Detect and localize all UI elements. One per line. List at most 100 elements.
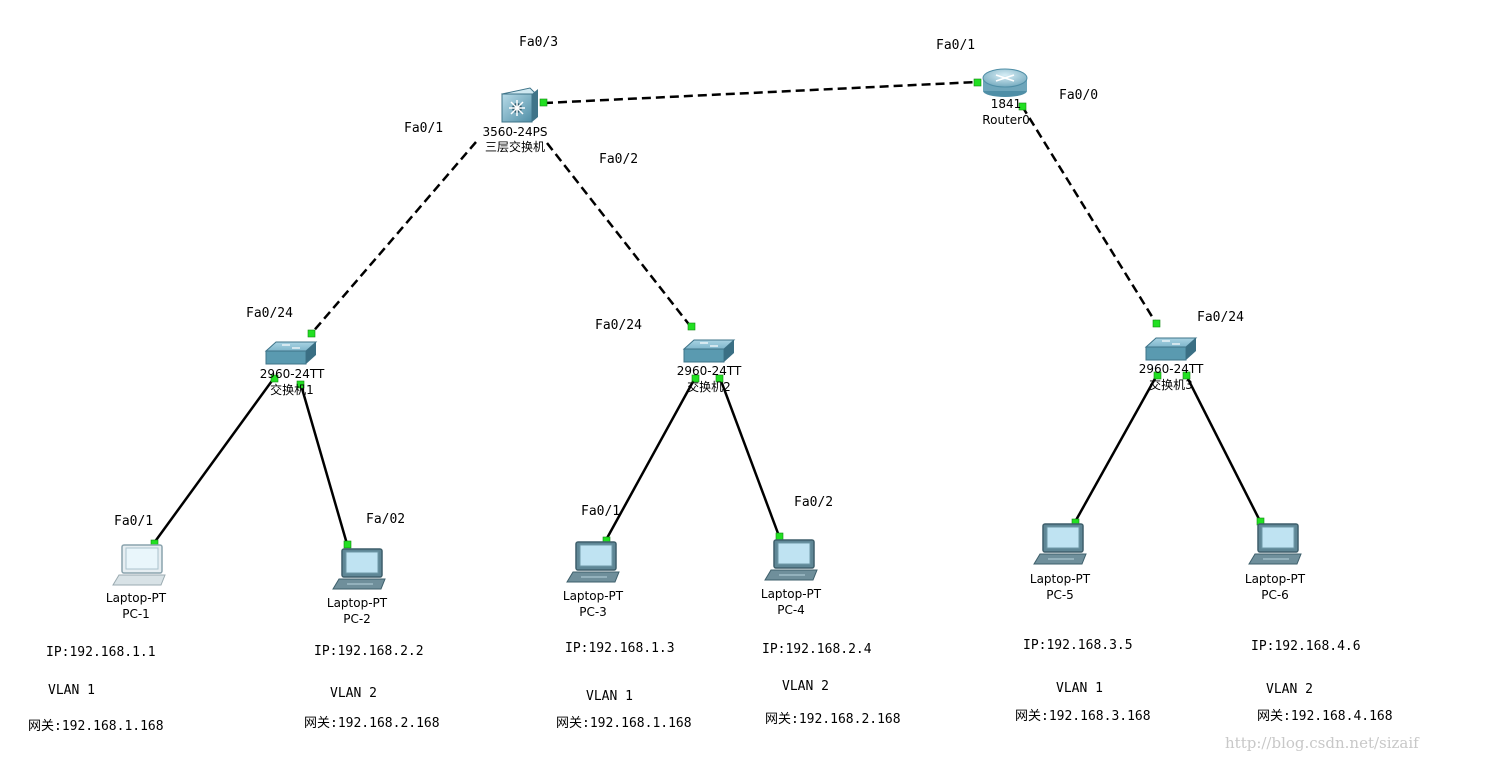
pc4-vlan: VLAN 2: [782, 679, 829, 694]
pc5-ip: IP:192.168.3.5: [1023, 638, 1133, 653]
link-l3-router[interactable]: [543, 80, 978, 105]
port-label: Fa0/1: [581, 504, 620, 519]
router-model: 1841: [991, 97, 1022, 111]
pc2-name: PC-2: [343, 612, 371, 626]
l3-switch-device[interactable]: 3560-24PS 三层交换机: [483, 87, 548, 154]
link-router-sw3[interactable]: [1020, 105, 1158, 324]
link-sw3-pc5[interactable]: [1073, 374, 1159, 523]
watermark-text: http://blog.csdn.net/sizaif: [1225, 734, 1420, 752]
port-label: Fa0/3: [519, 35, 558, 50]
switch-icon: [682, 339, 736, 363]
port-light: [691, 374, 700, 383]
laptop-icon: [1248, 523, 1302, 565]
link-sw1-pc2[interactable]: [299, 384, 349, 545]
l3-switch-model: 3560-24PS: [483, 125, 548, 139]
port-label: Fa0/24: [1197, 310, 1244, 325]
switch1-name: 交换机1: [270, 382, 314, 397]
pc1-gateway: 网关:192.168.1.168: [28, 719, 164, 734]
pc1-device[interactable]: Laptop-PT PC-1: [106, 544, 167, 621]
laptop-icon: [566, 541, 620, 583]
port-light: [343, 540, 352, 549]
port-labels: Fa0/3 Fa0/1 Fa0/2 Fa0/1 Fa0/0 Fa0/24 Fa0…: [114, 35, 1244, 529]
link-sw2-pc4[interactable]: [718, 377, 781, 537]
port-light: [1152, 319, 1161, 328]
port-light: [687, 322, 696, 331]
port-label: Fa0/1: [404, 121, 443, 136]
pc6-vlan: VLAN 2: [1266, 682, 1313, 697]
pc4-ip: IP:192.168.2.4: [762, 642, 872, 657]
pc2-ip: IP:192.168.2.2: [314, 644, 424, 659]
switch3-device[interactable]: 2960-24TT 交换机3: [1139, 337, 1204, 392]
pc5-name: PC-5: [1046, 588, 1074, 602]
switch-icon: [264, 341, 318, 365]
link-l3-sw2[interactable]: [546, 142, 692, 328]
port-label: Fa0/0: [1059, 88, 1098, 103]
port-lights: [150, 78, 1265, 549]
pc1-ip: IP:192.168.1.1: [46, 645, 156, 660]
port-light: [1153, 371, 1162, 380]
pc3-device[interactable]: Laptop-PT PC-3: [563, 541, 624, 619]
switch3-name: 交换机3: [1149, 377, 1193, 392]
multilayer-switch-icon: [500, 87, 538, 123]
pc2-gateway: 网关:192.168.2.168: [304, 716, 440, 731]
port-label: Fa0/2: [599, 152, 638, 167]
pc2-vlan: VLAN 2: [330, 686, 377, 701]
laptop-icon: [112, 544, 166, 586]
router-device[interactable]: 1841 Router0: [982, 68, 1030, 127]
pc2-device[interactable]: Laptop-PT PC-2: [327, 548, 388, 626]
pc3-gateway: 网关:192.168.1.168: [556, 716, 692, 731]
port-light: [1182, 371, 1191, 380]
pc5-vlan: VLAN 1: [1056, 681, 1103, 696]
l3-switch-name: 三层交换机: [485, 139, 545, 154]
pc1-name: PC-1: [122, 607, 150, 621]
port-light: [307, 329, 316, 338]
link-l3-sw1[interactable]: [310, 141, 477, 335]
link-sw2-pc3[interactable]: [604, 377, 697, 541]
link-sw3-pc6[interactable]: [1184, 374, 1262, 522]
pc4-device[interactable]: Laptop-PT PC-4: [761, 539, 822, 617]
pc3-vlan: VLAN 1: [586, 689, 633, 704]
laptop-icon: [764, 539, 818, 581]
pc1-vlan: VLAN 1: [48, 683, 95, 698]
port-light: [1018, 102, 1027, 111]
link-sw1-pc1[interactable]: [152, 377, 276, 544]
switch-icon: [1144, 337, 1198, 361]
port-light: [270, 374, 279, 383]
links: [152, 80, 1262, 545]
pc4-gateway: 网关:192.168.2.168: [765, 712, 901, 727]
pc6-name: PC-6: [1261, 588, 1289, 602]
pc-info-labels: IP:192.168.1.1 VLAN 1 网关:192.168.1.168 I…: [28, 638, 1393, 734]
pc6-model: Laptop-PT: [1245, 572, 1306, 586]
port-label: Fa0/24: [246, 306, 293, 321]
router-icon: [982, 68, 1028, 97]
pc3-ip: IP:192.168.1.3: [565, 641, 675, 656]
port-light: [775, 532, 784, 541]
pc6-gateway: 网关:192.168.4.168: [1257, 709, 1393, 724]
port-label: Fa0/1: [936, 38, 975, 53]
port-label: Fa0/2: [794, 495, 833, 510]
laptop-icon: [1033, 523, 1087, 565]
switch2-name: 交换机2: [687, 379, 731, 394]
pc4-model: Laptop-PT: [761, 587, 822, 601]
port-light: [715, 374, 724, 383]
port-light: [539, 98, 548, 107]
pc3-model: Laptop-PT: [563, 589, 624, 603]
pc4-name: PC-4: [777, 603, 805, 617]
pc3-name: PC-3: [579, 605, 607, 619]
switch2-device[interactable]: 2960-24TT 交换机2: [677, 339, 742, 394]
port-light: [973, 78, 982, 87]
switch3-model: 2960-24TT: [1139, 362, 1204, 376]
pc5-model: Laptop-PT: [1030, 572, 1091, 586]
pc6-ip: IP:192.168.4.6: [1251, 639, 1361, 654]
port-label: Fa/02: [366, 512, 405, 527]
pc2-model: Laptop-PT: [327, 596, 388, 610]
pc5-device[interactable]: Laptop-PT PC-5: [1030, 523, 1091, 602]
laptop-icon: [332, 548, 386, 590]
pc6-device[interactable]: Laptop-PT PC-6: [1245, 523, 1306, 602]
switch1-device[interactable]: 2960-24TT 交换机1: [260, 341, 325, 397]
port-light: [296, 380, 305, 389]
port-label: Fa0/1: [114, 514, 153, 529]
switch2-model: 2960-24TT: [677, 364, 742, 378]
router-name: Router0: [982, 113, 1029, 127]
